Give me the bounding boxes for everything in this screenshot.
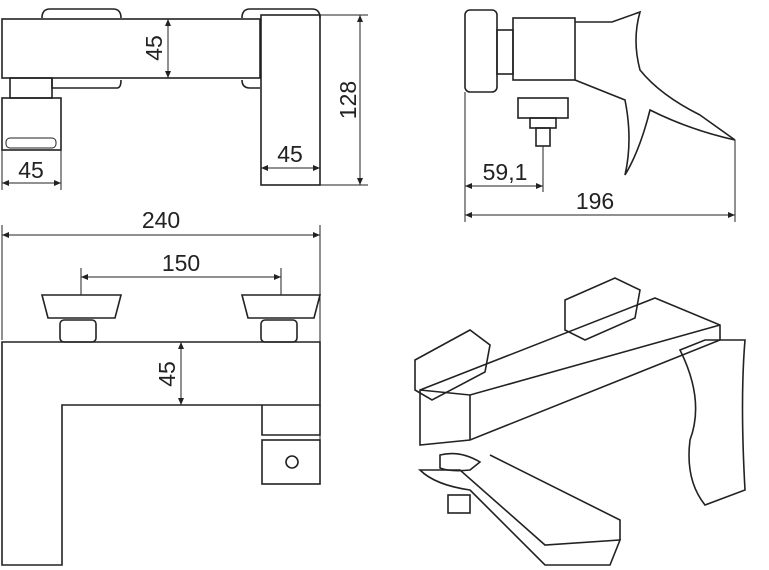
front-view: 240 150 45 [1,207,322,566]
dim-front-width: 240 [142,207,180,233]
dim-top-knob-width: 45 [18,157,44,183]
dim-top-height: 128 [335,81,361,119]
dim-side-outlet: 59,1 [483,159,528,185]
isometric-view [414,277,746,566]
side-view: 59,1 196 [464,9,736,222]
dim-side-length: 196 [576,188,614,214]
dim-top-depth: 45 [141,35,167,61]
dim-front-depth: 45 [154,361,180,387]
dim-top-spout-width: 45 [277,141,303,167]
dim-front-centers: 150 [162,250,200,276]
top-view: 45 128 45 45 [1,8,368,190]
